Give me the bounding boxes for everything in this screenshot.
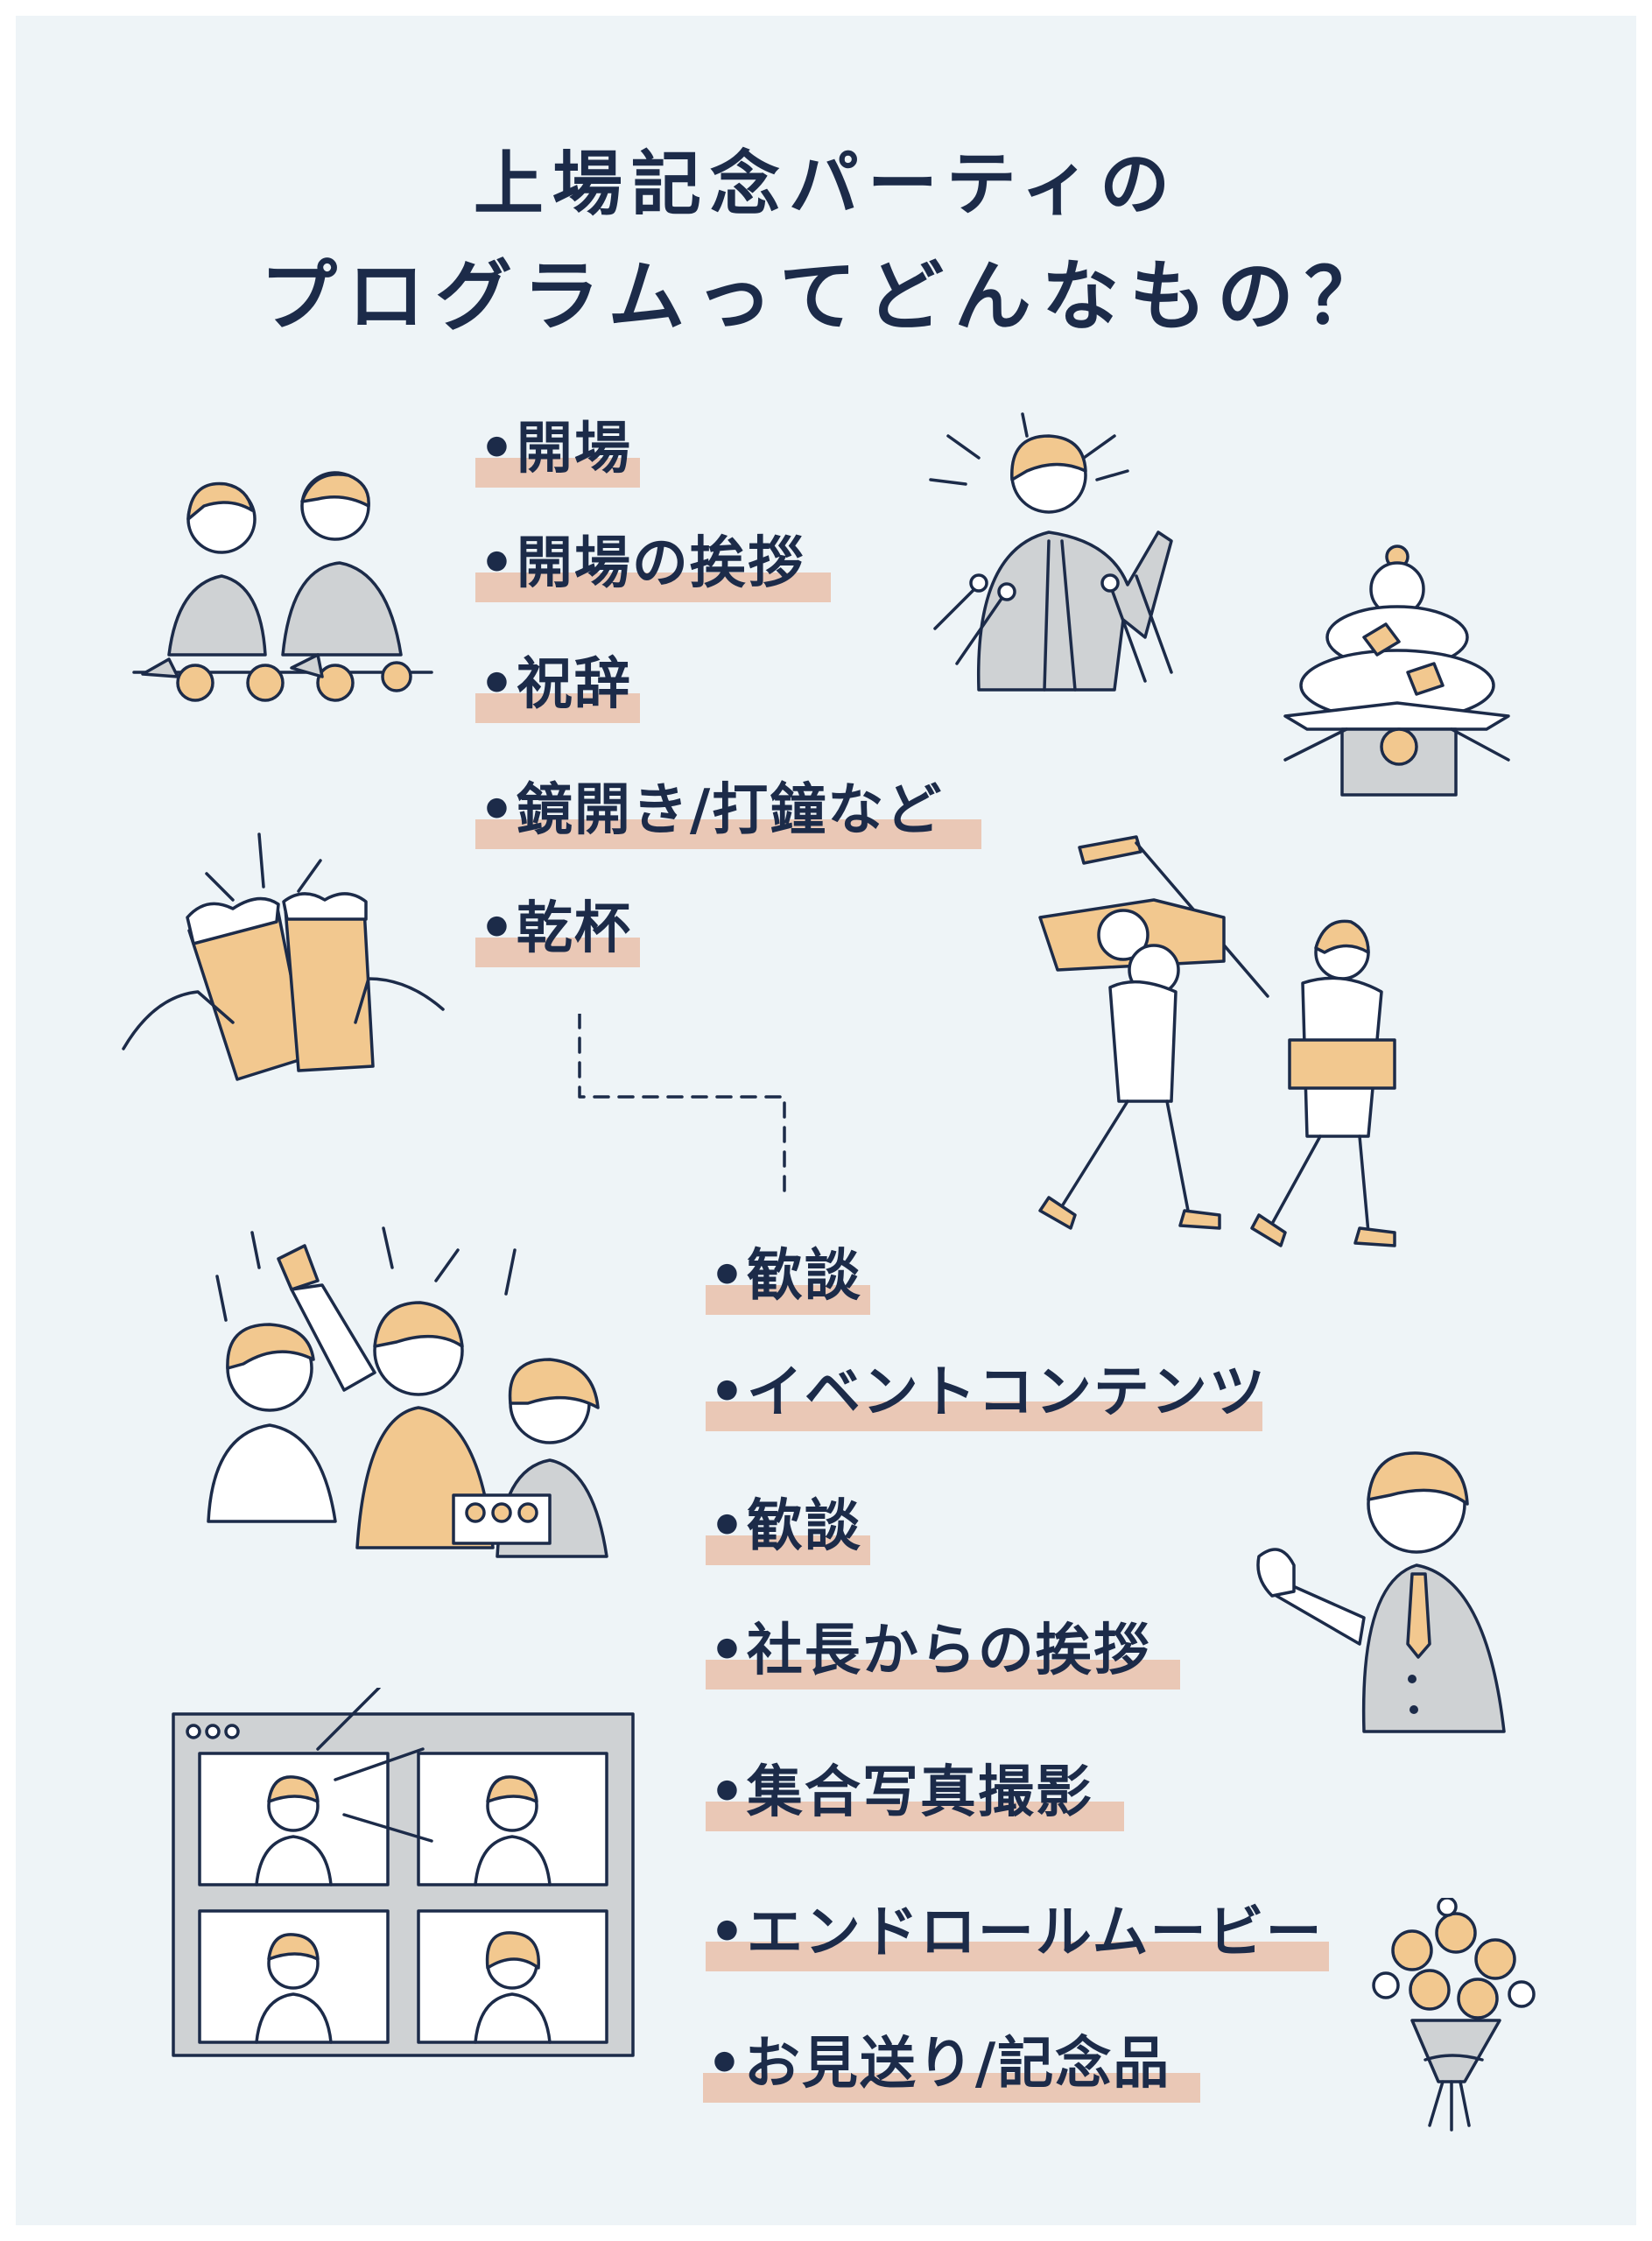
online-meeting-icon	[172, 1688, 635, 2057]
program-item-opening: •開場	[475, 414, 640, 488]
program-item-group-photo: •集合写真撮影	[706, 1758, 1124, 1831]
kagami-mochi-icon	[1283, 544, 1510, 797]
program-item-event-contents: •イベントコンテンツ	[706, 1358, 1265, 1431]
reception-couple-icon	[132, 471, 433, 702]
speaker-microphones-icon	[929, 412, 1173, 692]
beer-toast-icon	[122, 832, 445, 1081]
camera-crew-icon	[1038, 835, 1396, 1247]
program-item-farewell-gift: •お見送り/記念品	[703, 2029, 1200, 2103]
program-item-opening-greeting: •開場の挨拶	[475, 529, 831, 602]
program-item-president-greeting: •社長からの挨拶	[706, 1616, 1180, 1690]
dashed-connector	[578, 1014, 786, 1195]
program-item-chat-1: •歓談	[706, 1241, 870, 1315]
program-item-chat-2: •歓談	[706, 1492, 870, 1565]
president-speech-icon	[1256, 1451, 1506, 1733]
program-item-congratulatory-speech: •祝辞	[475, 650, 640, 723]
program-item-kagami-biraki: •鏡開き/打鐘など	[475, 776, 981, 849]
page-title-line-2: プログラムってどんなもの？	[260, 251, 1392, 341]
program-item-end-roll-movie: •エンドロールムービー	[706, 1898, 1329, 1971]
cheering-party-icon	[207, 1226, 608, 1558]
page-title-line-1: 上場記念パーティの	[473, 144, 1179, 225]
flower-bouquet-icon	[1372, 1898, 1536, 2132]
infographic-card: 上場記念パーティの プログラムってどんなもの？ •開場 •開場の挨拶 •祝辞 •…	[16, 16, 1636, 2225]
program-item-toast: •乾杯	[475, 894, 640, 967]
